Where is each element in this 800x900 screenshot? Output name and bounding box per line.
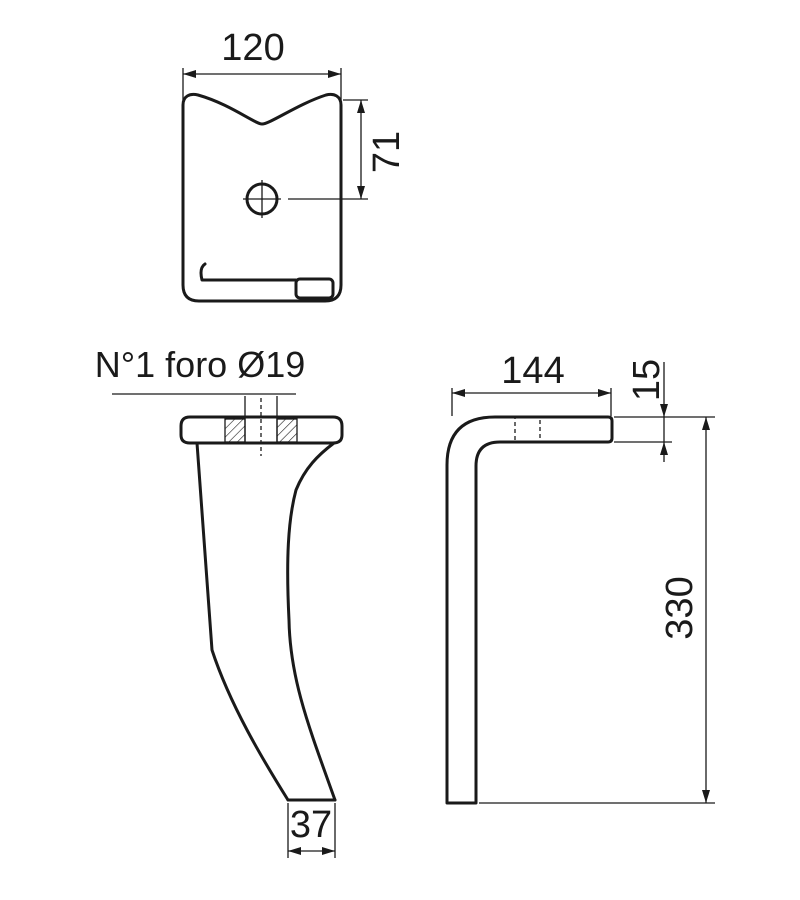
side-view: 144 15 330 (445, 350, 715, 805)
dim-144-arrow-left (452, 389, 465, 397)
dim-120-arrow-right (328, 70, 341, 78)
side-profile-outline (445, 415, 614, 805)
dim-144-arrow-right (598, 389, 611, 397)
dim-37-label: 37 (290, 804, 332, 846)
dim-144-label: 144 (501, 350, 564, 392)
dim-15-label: 15 (626, 359, 668, 401)
dim-71-arrow-bottom (357, 186, 365, 199)
dim-330-label: 330 (659, 576, 701, 639)
hatch-right (276, 418, 298, 443)
front-view: N°1 foro Ø19 37 (95, 344, 344, 858)
dim-330-arrow-bottom (702, 790, 710, 803)
dim-15-arrow-bottom (660, 442, 668, 455)
dim-330-arrow-top (702, 417, 710, 430)
side-hole-dashed (514, 416, 541, 443)
dim-37-arrow-right (322, 847, 335, 855)
hole-note-label: N°1 foro Ø19 (95, 344, 306, 385)
hatch-left (224, 418, 246, 443)
dim-71-arrow-top (357, 100, 365, 113)
front-blade-outline (195, 441, 337, 802)
dim-15-arrow-top (660, 404, 668, 417)
dim-71-label: 71 (366, 131, 408, 173)
dim-37-arrow-left (288, 847, 301, 855)
slot-outline (199, 262, 298, 282)
dim-120-arrow-left (183, 70, 196, 78)
top-view-outline (181, 92, 343, 303)
slot-end (294, 277, 335, 300)
top-view: 120 71 (181, 27, 408, 303)
dim-120-label: 120 (221, 27, 284, 69)
